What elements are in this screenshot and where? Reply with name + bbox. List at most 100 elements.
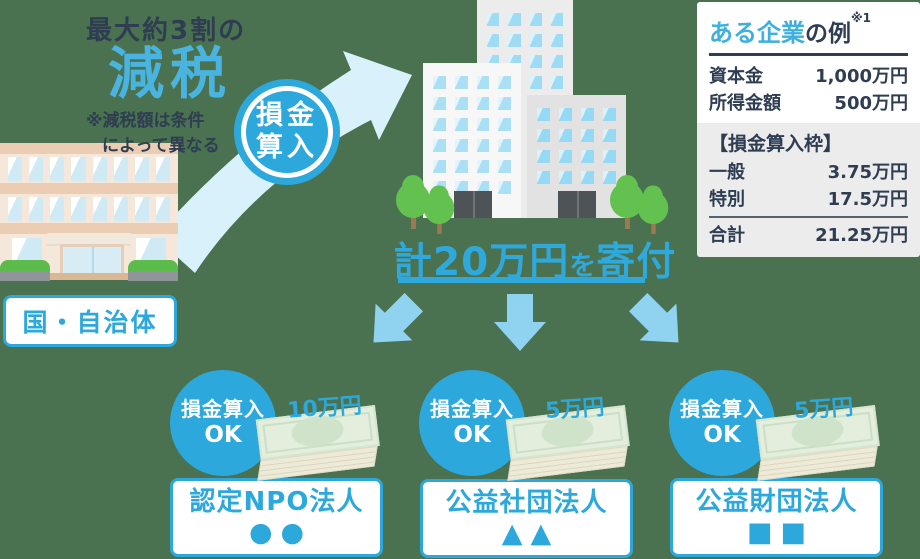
window (8, 157, 23, 181)
window (134, 197, 149, 221)
income-label: 所得金額 (709, 93, 781, 114)
tax-note-disclaimer: ※減税額は条件 によって異なる (86, 109, 246, 158)
badge-line1: 損金算入 (181, 397, 265, 422)
deduction-frame-title: 【損金算入枠】 (709, 133, 843, 155)
window (487, 34, 500, 47)
window (529, 13, 542, 26)
example-title-highlight: ある企業 (709, 19, 805, 47)
example-box-title: ある企業の例※1 (709, 11, 908, 48)
badge-line2: OK (453, 422, 491, 449)
window (581, 150, 594, 163)
window (71, 197, 86, 221)
window (433, 160, 446, 173)
example-company-box: ある企業の例※1 資本金 1,000万円 所得金額 500万円 【損金算入枠】 … (697, 2, 920, 257)
window (537, 108, 550, 121)
window (454, 139, 468, 152)
window (50, 157, 65, 181)
window (498, 118, 511, 131)
recipient-name: 公益社団法人 (445, 488, 608, 518)
badge-line1: 損金算入 (430, 397, 514, 422)
window (113, 197, 128, 221)
window (529, 76, 542, 89)
arrow-down (494, 294, 546, 351)
special-row: 特別 17.5万円 (709, 186, 908, 213)
bush (0, 260, 50, 274)
example-title-note: ※1 (851, 11, 872, 25)
window (433, 76, 446, 89)
window (581, 108, 594, 121)
income-value: 500万円 (834, 93, 908, 114)
badge-line1: 損金算入 (680, 397, 764, 422)
building-band (0, 223, 178, 234)
example-title-rest: の例 (805, 21, 851, 47)
window (537, 150, 550, 163)
window (508, 34, 521, 47)
donation-particle: を (569, 251, 597, 282)
window (454, 76, 468, 89)
tax-note-disclaimer-line2: によって異なる (102, 135, 220, 156)
window-row (8, 197, 170, 221)
window (550, 55, 563, 68)
general-label: 一般 (709, 161, 745, 183)
tax-note-disclaimer-line1: ※減税額は条件 (86, 111, 205, 131)
window (454, 181, 468, 194)
general-value: 3.75万円 (827, 161, 908, 183)
office-door (454, 191, 492, 218)
window (529, 34, 542, 47)
window (550, 13, 563, 26)
window (476, 118, 490, 131)
window (581, 129, 594, 142)
loss-circle-line1: 損金 (256, 99, 318, 131)
window (92, 197, 107, 221)
window (92, 157, 107, 181)
donation-amount-label: 5万円 (544, 394, 606, 425)
capital-value: 1,000万円 (815, 66, 908, 87)
window (581, 171, 594, 184)
window (433, 118, 446, 131)
tree (637, 179, 669, 234)
window (433, 181, 446, 194)
window-grid (433, 76, 511, 194)
window (476, 97, 490, 110)
deduction-frame-section: 【損金算入枠】 一般 3.75万円 特別 17.5万円 合計 21.25万円 (697, 123, 920, 257)
window (498, 160, 511, 173)
total-label: 合計 (709, 224, 745, 246)
recipient-symbols: ▲▲ (501, 517, 560, 549)
window (476, 76, 490, 89)
window (29, 157, 44, 181)
window (603, 150, 616, 163)
recipient-symbols: ●● (248, 516, 313, 548)
government-building-illustration (0, 143, 178, 281)
special-value: 17.5万円 (827, 188, 908, 210)
special-label: 特別 (709, 188, 745, 210)
capital-row: 資本金 1,000万円 (709, 63, 908, 90)
total-divider (709, 215, 908, 218)
capital-label: 資本金 (709, 66, 763, 87)
window (537, 171, 550, 184)
window (476, 160, 490, 173)
window (136, 238, 166, 264)
window (476, 139, 490, 152)
window (559, 171, 572, 184)
window (12, 238, 42, 264)
donation-amount-label: 10万円 (286, 393, 363, 424)
building-band (0, 183, 178, 194)
window (71, 157, 86, 181)
recipient-box-npo: 認定NPO法人 ●● (170, 478, 383, 557)
income-row: 所得金額 500万円 (709, 90, 908, 117)
window (50, 197, 65, 221)
window (550, 34, 563, 47)
window (155, 197, 170, 221)
tree-trunk (410, 216, 416, 229)
bush (128, 260, 178, 274)
entrance-steps (50, 273, 128, 280)
window (550, 76, 563, 89)
arrow-down-left (373, 293, 423, 343)
window (433, 97, 446, 110)
planter (128, 271, 178, 281)
window (29, 197, 44, 221)
government-label: 国・自治体 (22, 308, 158, 337)
tree-crown (423, 191, 455, 225)
general-row: 一般 3.75万円 (709, 159, 908, 186)
